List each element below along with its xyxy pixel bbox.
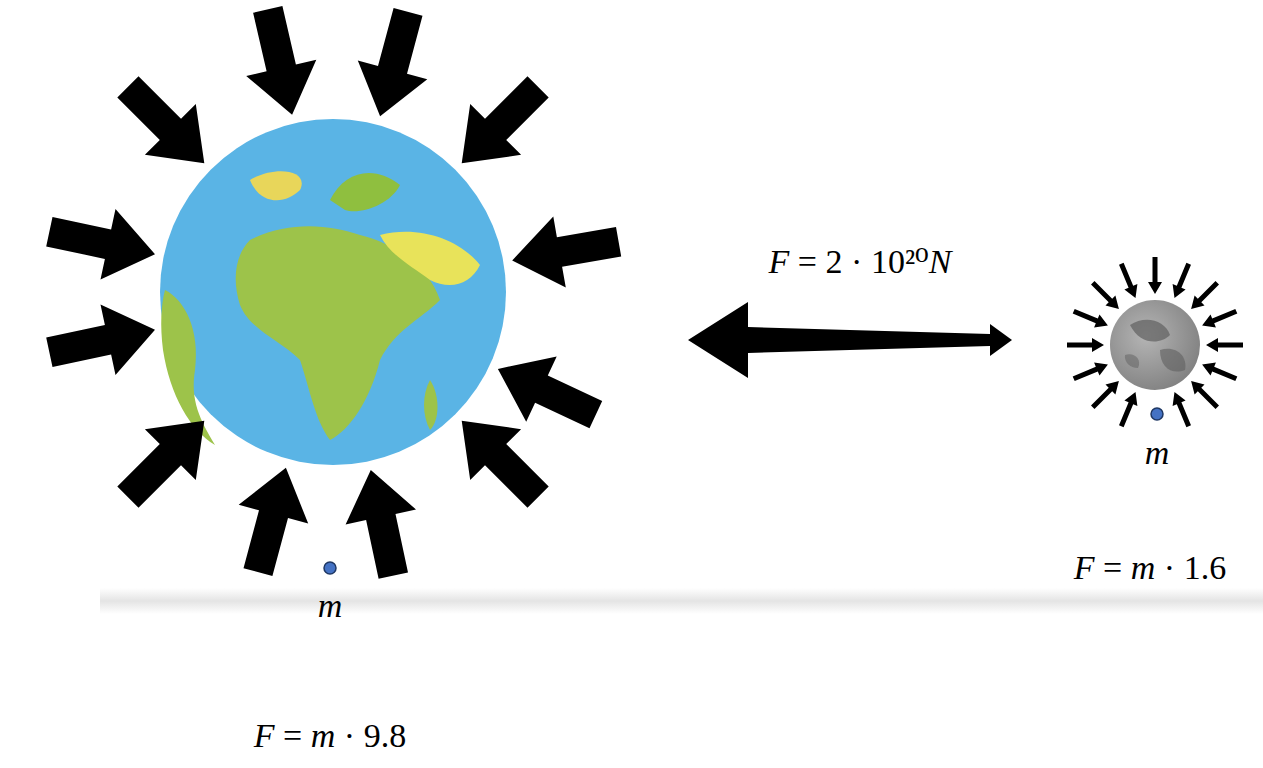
arrow <box>462 76 549 163</box>
mass-label: m <box>318 586 343 625</box>
arrow <box>1073 363 1108 381</box>
arrow <box>358 8 428 116</box>
earth <box>160 119 506 465</box>
arrow <box>512 217 621 288</box>
arrow <box>46 305 155 375</box>
arrow <box>1202 363 1237 381</box>
force-label: F = m · 9.8 <box>254 716 406 755</box>
arrow <box>1173 263 1191 298</box>
arrow <box>1202 309 1237 327</box>
arrow <box>1191 381 1219 409</box>
arrow <box>1067 338 1104 352</box>
arrow <box>1206 338 1243 352</box>
force-double-arrow <box>688 302 1012 378</box>
arrow <box>462 421 549 508</box>
arrow <box>498 357 602 429</box>
arrow <box>1173 392 1191 427</box>
arrow <box>246 6 316 115</box>
arrow <box>239 468 309 576</box>
force-label: F = m · 1.6 <box>1074 548 1226 587</box>
arrow <box>117 421 204 508</box>
arrow <box>46 209 155 279</box>
inward-arrows <box>1067 257 1243 427</box>
arrow <box>1191 281 1219 309</box>
ground-band <box>100 588 1263 614</box>
arrow <box>1091 281 1119 309</box>
arrow <box>1119 263 1137 298</box>
mass-label: m <box>1145 433 1170 472</box>
force-label: F = 2 · 10²⁰N <box>769 242 952 281</box>
arrow <box>1148 257 1162 294</box>
arrow <box>117 76 204 163</box>
arrow <box>1073 309 1108 327</box>
moon <box>1110 300 1200 390</box>
arrow <box>1091 381 1119 409</box>
mass-dot <box>324 562 336 574</box>
arrow <box>346 470 416 579</box>
inward-arrows <box>46 6 621 579</box>
mass-dot <box>1151 408 1163 420</box>
arrow <box>1119 392 1137 427</box>
